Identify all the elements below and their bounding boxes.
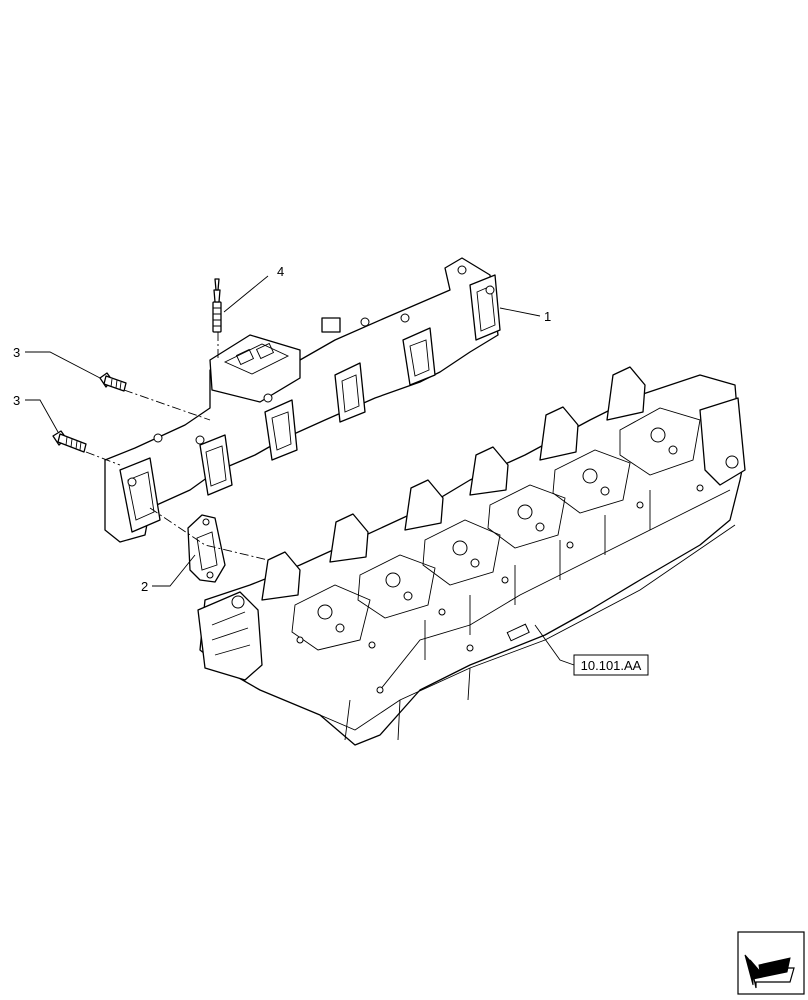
next-page-arrow-icon[interactable]	[737, 931, 805, 995]
cylinder-head-port-towers	[261, 366, 646, 601]
reference-label[interactable]: 10.101.AA	[581, 658, 642, 673]
callout-2: 2	[141, 579, 148, 594]
callout-4: 4	[277, 264, 284, 279]
bolt-upper	[99, 372, 127, 392]
gasket	[187, 514, 226, 583]
cylinder-head	[197, 366, 746, 746]
cylinder-head-bosses	[296, 427, 704, 694]
exhaust-manifold	[104, 257, 501, 543]
cylinder-head-valve-pockets	[291, 407, 701, 651]
bolt-lower	[52, 430, 87, 453]
callout-3-upper: 3	[13, 345, 20, 360]
callout-3-lower: 3	[13, 393, 20, 408]
leader-lines	[25, 275, 575, 666]
reference-box[interactable]: 10.101.AA	[573, 654, 649, 676]
callout-1: 1	[544, 309, 551, 324]
assembly-centerlines	[85, 332, 269, 561]
stud	[212, 278, 222, 333]
